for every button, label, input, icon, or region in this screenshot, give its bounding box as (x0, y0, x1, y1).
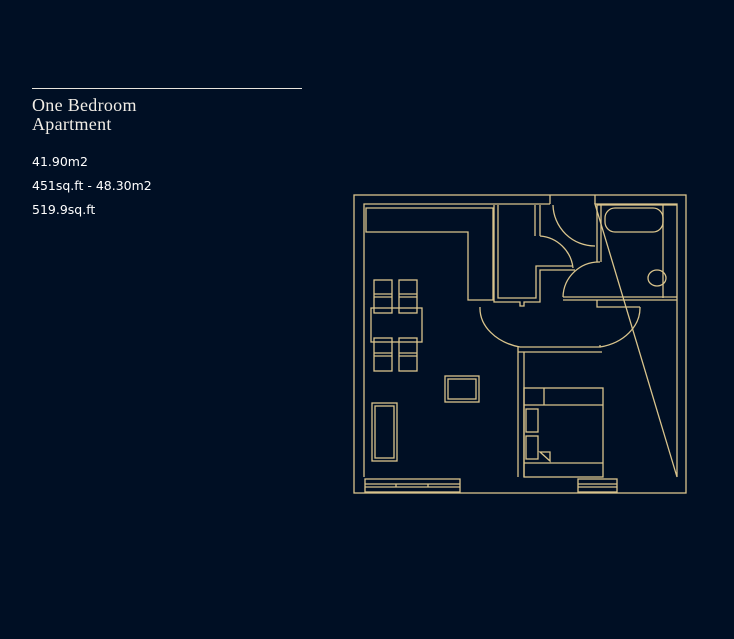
divider-line (32, 88, 302, 89)
storage-closet (493, 204, 596, 307)
apartment-title: One Bedroom Apartment (32, 96, 137, 134)
outer-walls (353, 194, 687, 494)
windows (364, 478, 618, 493)
area-stat: 451sq.ft - 48.30m2 (32, 178, 152, 193)
bed (523, 387, 604, 478)
bathtub (604, 207, 664, 233)
kitchen-counter (365, 207, 494, 301)
area-stat: 519.9sq.ft (32, 202, 96, 217)
sofa (371, 402, 398, 462)
dining-set (370, 279, 423, 372)
title-line-1: One Bedroom (32, 95, 137, 115)
hallway-doors (479, 306, 641, 353)
area-stats: 41.90m2 451sq.ft - 48.30m2 519.9sq.ft (32, 154, 152, 226)
area-stat: 41.90m2 (32, 154, 88, 169)
toilet (647, 269, 667, 287)
coffee-table (444, 375, 480, 403)
bedroom-wall (517, 347, 525, 477)
title-line-2: Apartment (32, 114, 112, 134)
bathroom (562, 204, 677, 308)
